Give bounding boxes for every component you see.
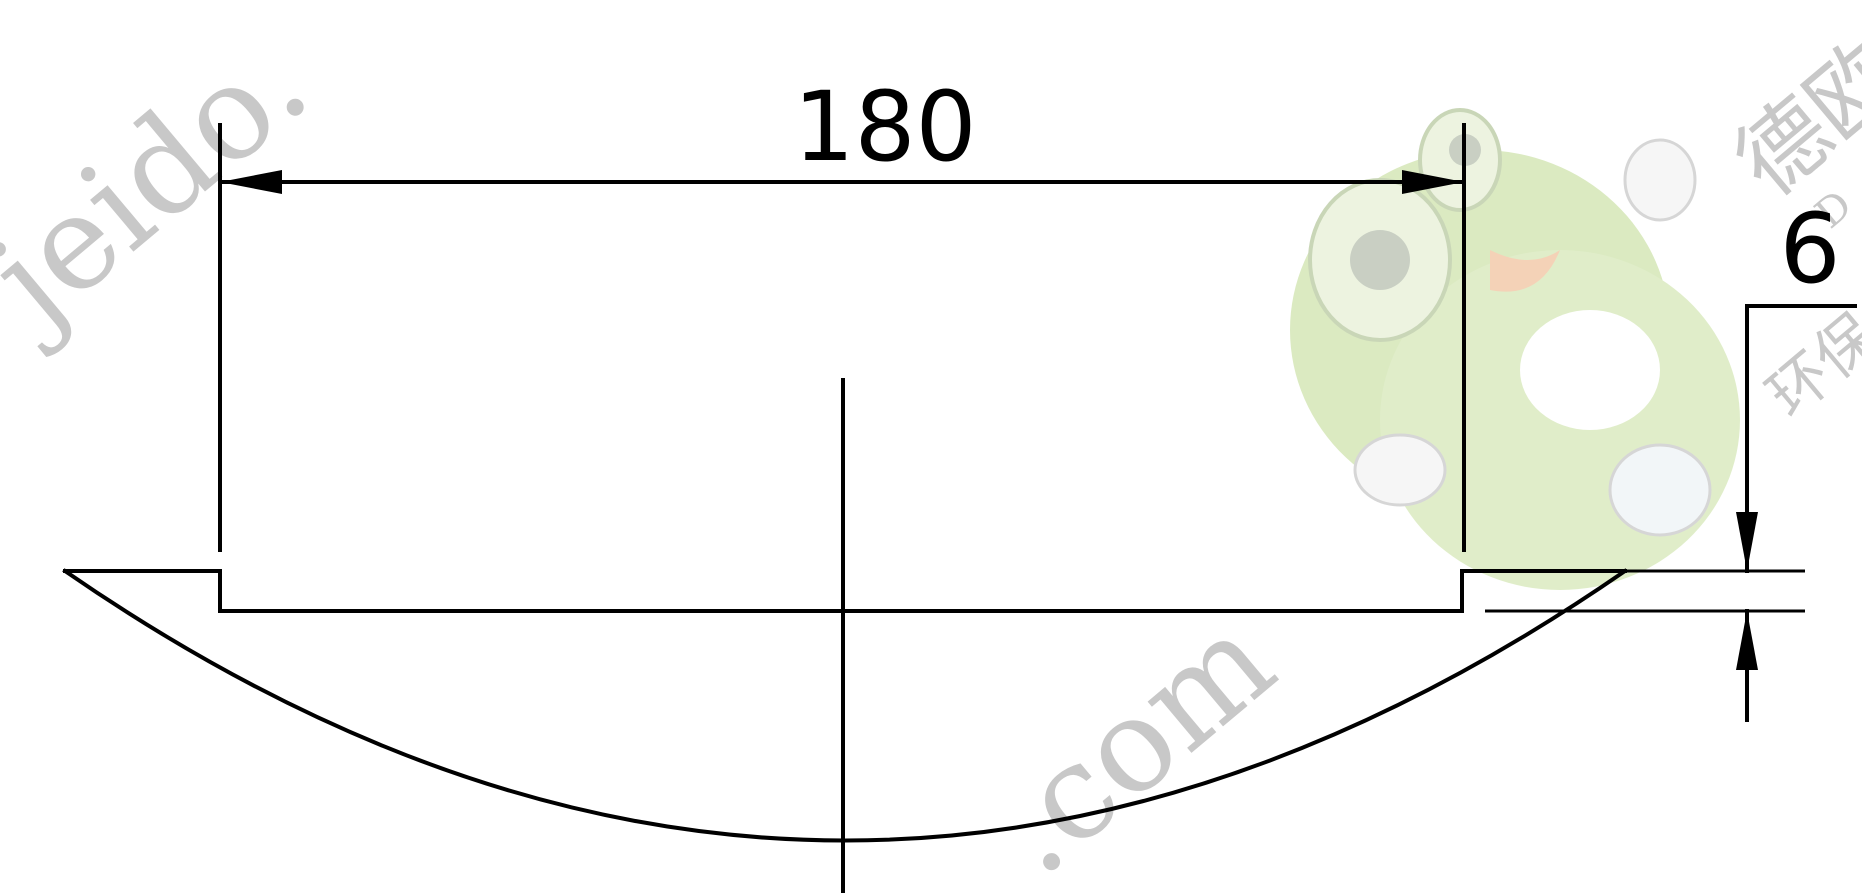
leader-line <box>1745 304 1857 573</box>
width-dimension-label: 180 <box>793 71 976 183</box>
watermark: jeido. .com 德欧 环保 D <box>0 6 1862 893</box>
watermark-brand-sub-cn: 环保 <box>1755 301 1862 432</box>
arrow-down <box>1736 512 1758 571</box>
thickness-dimension-label: 6 <box>1779 193 1840 305</box>
dimension-thickness: 6 <box>1480 193 1857 722</box>
dimension-width: 180 <box>218 71 1466 552</box>
arrow-left <box>220 170 282 194</box>
watermark-url-right: .com <box>962 584 1302 893</box>
watermark-url-left: jeido. <box>0 6 335 362</box>
arrow-up <box>1736 611 1758 670</box>
watermark-brand-cn: 德欧 <box>1717 21 1862 217</box>
frog-mascot-icon <box>1290 108 1740 590</box>
arrow-right <box>1402 170 1464 194</box>
